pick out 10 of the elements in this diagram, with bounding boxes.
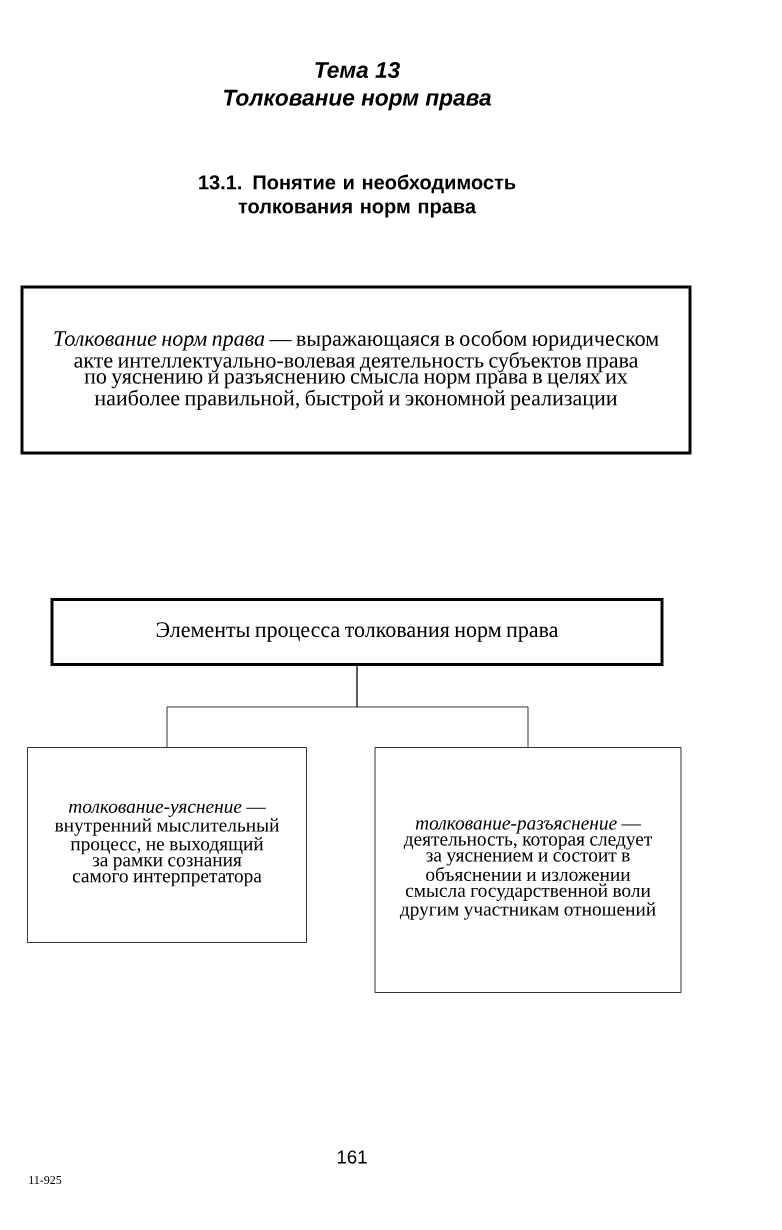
concept-box: Элементы процесса толкования норм права [50, 598, 664, 666]
signature-mark: 11-925 [29, 1176, 62, 1185]
subtitle: Толкование норм права [224, 89, 491, 111]
connector-line [356, 665, 529, 748]
concept-box: толкование-разъяснение — деятельность, которая следует за уяснением и состоит в объяснении и изложении смысла государственной воли другим участникам отношений [374, 747, 682, 993]
section-heading: 13.1. Понятие и необходимость толкования норм права [199, 174, 516, 218]
concept-box: толкование-уяснение — внутренний мыслительный процесс, не выходящий за рамки сознания самого интерпретатора [27, 747, 307, 943]
page-number: 161 [337, 1150, 367, 1164]
title: Тема 13 [315, 61, 400, 79]
definition-box: Толкование норм права — выражающаяся в особом юридическом акте интеллектуально-волевая деятельность субъектов права по уяснению и разъяснению смысла норм права в целях их наиболее правильной, быстрой и экономной реализации [20, 285, 692, 455]
